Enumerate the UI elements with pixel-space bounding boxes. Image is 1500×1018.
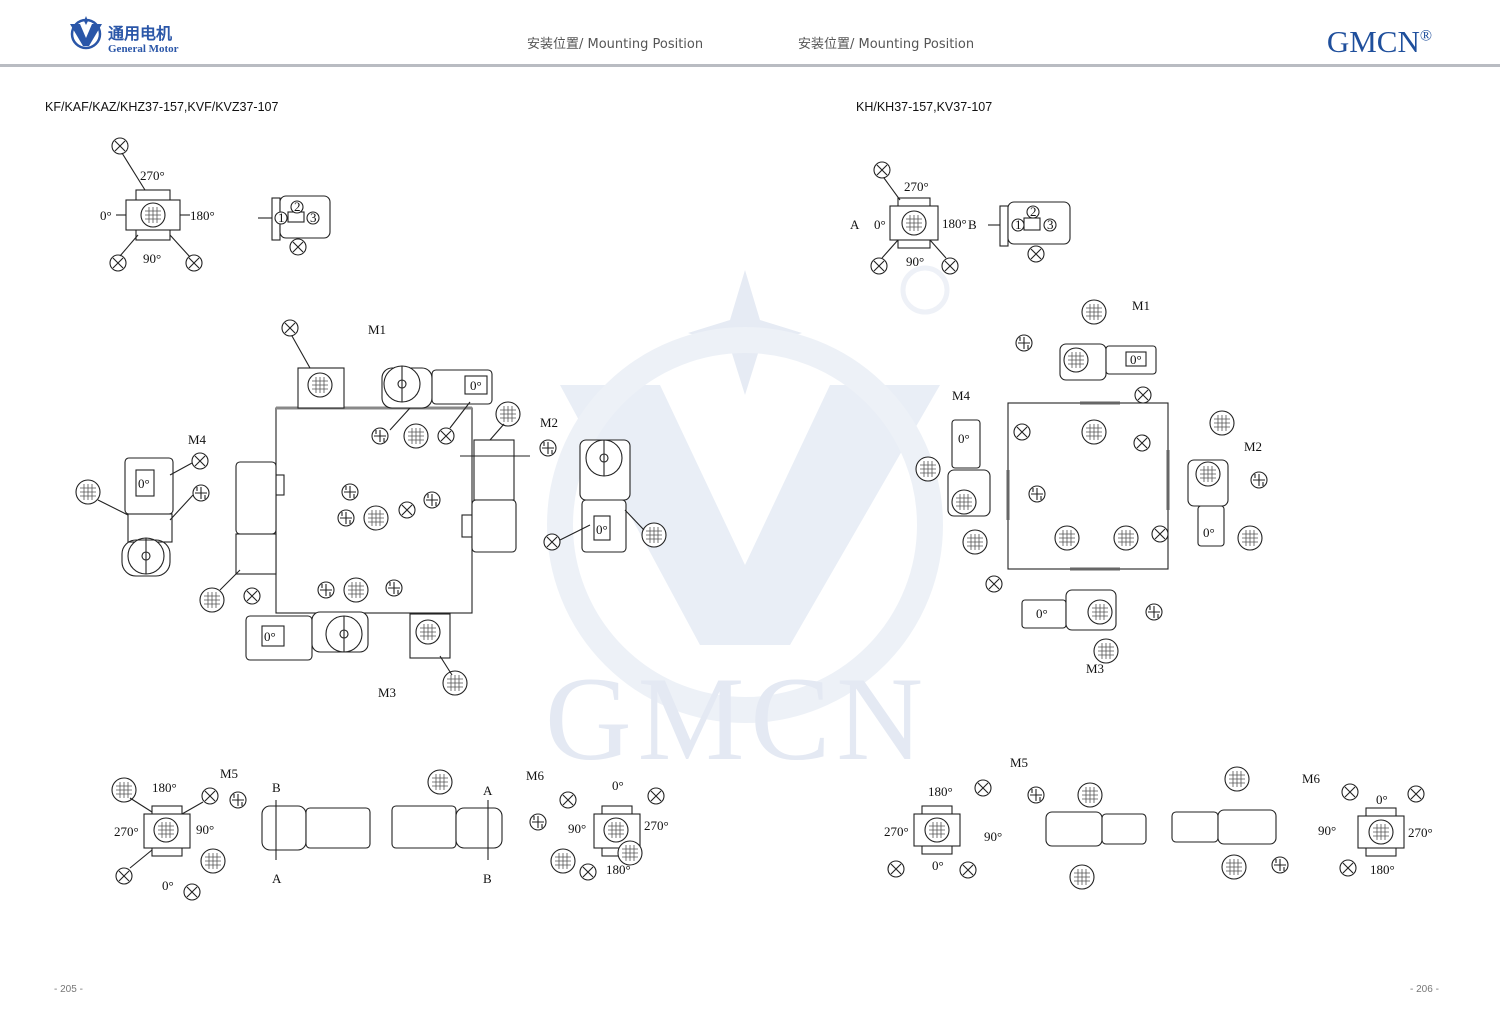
- right-m2-motor-zero: 0°: [1203, 525, 1215, 540]
- left-page-number: - 205 -: [54, 984, 83, 995]
- left-m4-group: 0° M4: [75, 432, 277, 613]
- right-label-m4: M4: [952, 388, 971, 403]
- left-m5-angle-270: 270°: [114, 824, 139, 839]
- left-m6-group: A B M6 0° 90° 270° 180°: [391, 768, 669, 886]
- right-mounting-frame: [1006, 401, 1170, 571]
- left-callout-1: 1: [278, 210, 285, 225]
- left-label-m1: M1: [368, 322, 386, 337]
- right-m1-motor-zero: 0°: [1130, 352, 1142, 367]
- left-angle-90: 90°: [143, 251, 161, 266]
- header-title-right: 安装位置/ Mounting Position: [798, 37, 975, 52]
- right-label-m5: M5: [1010, 755, 1028, 770]
- left-callout-2: 2: [294, 199, 301, 214]
- left-m2-motor-zero: 0°: [596, 522, 608, 537]
- left-m5-group: 180° 270° 90° 0° M5 B A: [111, 766, 371, 901]
- right-m1-group: 0° M1: [1015, 298, 1157, 404]
- left-m6-angle-270: 270°: [644, 818, 669, 833]
- logo-english-name: General Motor: [108, 43, 179, 55]
- right-m5-angle-0: 0°: [932, 858, 944, 873]
- right-m4-motor-zero: 0°: [958, 431, 970, 446]
- right-m5-angle-90: 90°: [984, 829, 1002, 844]
- right-series-title: KH/KH37-157,KV37-107: [856, 100, 993, 114]
- right-label-m3: M3: [1086, 661, 1104, 676]
- left-angle-0: 0°: [100, 208, 112, 223]
- left-m5-angle-90: 90°: [196, 822, 214, 837]
- left-m6-side-a: A: [483, 783, 493, 798]
- company-logo: 通用电机 General Motor: [68, 16, 198, 62]
- right-page-number: - 206 -: [1410, 984, 1439, 995]
- left-m5-side-a: A: [272, 871, 282, 886]
- right-callout-diagram: 1 2 3: [988, 201, 1071, 263]
- left-m6-angle-0: 0°: [612, 778, 624, 793]
- left-label-m3: M3: [378, 685, 396, 700]
- watermark-text: GMCN: [545, 652, 930, 785]
- right-callout-3: 3: [1047, 217, 1054, 232]
- left-m5-angle-0: 0°: [162, 878, 174, 893]
- right-label-m2: M2: [1244, 439, 1262, 454]
- left-m6-side-b: B: [483, 871, 492, 886]
- left-callout-3: 3: [310, 210, 317, 225]
- left-m3-motor-zero: 0°: [264, 629, 276, 644]
- brand-name: GMCN®: [1327, 24, 1432, 60]
- right-orientation-diagram: 270° 0° 180° 90° A B: [850, 161, 977, 275]
- right-angle-90: 90°: [906, 254, 924, 269]
- left-m5-angle-180: 180°: [152, 780, 177, 795]
- left-label-m6: M6: [526, 768, 545, 783]
- brand-text: GMCN: [1326, 24, 1420, 59]
- logo-chinese-name: 通用电机: [108, 24, 173, 43]
- left-m5-side-b: B: [272, 780, 281, 795]
- left-angle-270: 270°: [140, 168, 165, 183]
- logo-v-icon: [70, 16, 102, 50]
- right-callout-1: 1: [1015, 217, 1022, 232]
- left-callout-diagram: 1 2 3: [258, 195, 331, 256]
- right-m2-group: 0° M2: [1187, 410, 1268, 551]
- right-m3-group: 0° M3: [985, 575, 1163, 676]
- left-orientation-diagram: 270° 0° 180° 90°: [100, 137, 215, 272]
- right-side-a: A: [850, 217, 860, 232]
- left-angle-180: 180°: [190, 208, 215, 223]
- header-title-left: 安装位置/ Mounting Position: [527, 37, 704, 52]
- left-series-title: KF/KAF/KAZ/KHZ37-157,KVF/KVZ37-107: [45, 100, 279, 114]
- right-m3-motor-zero: 0°: [1036, 606, 1048, 621]
- right-m6-angle-90: 90°: [1318, 823, 1336, 838]
- right-angle-0: 0°: [874, 217, 886, 232]
- right-m6-angle-0: 0°: [1376, 792, 1388, 807]
- left-label-m4: M4: [188, 432, 207, 447]
- right-m5-angle-180: 180°: [928, 784, 953, 799]
- left-m1-group: 0° M1: [281, 319, 493, 449]
- brand-registered-mark: ®: [1419, 27, 1432, 45]
- right-callout-2: 2: [1030, 204, 1037, 219]
- right-label-m1: M1: [1132, 298, 1150, 313]
- page-header: 通用电机 General Motor 安装位置/ Mounting Positi…: [0, 0, 1500, 67]
- right-angle-180: 180°: [942, 216, 967, 231]
- left-m6-angle-90: 90°: [568, 821, 586, 836]
- left-label-m5: M5: [220, 766, 238, 781]
- left-label-m2: M2: [540, 415, 558, 430]
- left-m1-motor-zero: 0°: [470, 378, 482, 393]
- left-m4-motor-zero: 0°: [138, 476, 150, 491]
- right-side-b: B: [968, 217, 977, 232]
- right-m6-group: M6 0° 90° 270° 180°: [1171, 766, 1433, 880]
- right-m5-angle-270: 270°: [884, 824, 909, 839]
- right-m4-group: 0° M4: [915, 388, 1031, 555]
- right-m6-angle-270: 270°: [1408, 825, 1433, 840]
- left-m2-group: 0° M2: [460, 401, 667, 553]
- left-m6-angle-180: 180°: [606, 862, 631, 877]
- right-m5-group: 180° 270° 90° 0° M5: [884, 755, 1147, 890]
- right-angle-270: 270°: [904, 179, 929, 194]
- watermark-logo: [547, 265, 950, 723]
- left-m3-group: 0° M3: [243, 577, 468, 700]
- right-m6-angle-180: 180°: [1370, 862, 1395, 877]
- right-label-m6: M6: [1302, 771, 1321, 786]
